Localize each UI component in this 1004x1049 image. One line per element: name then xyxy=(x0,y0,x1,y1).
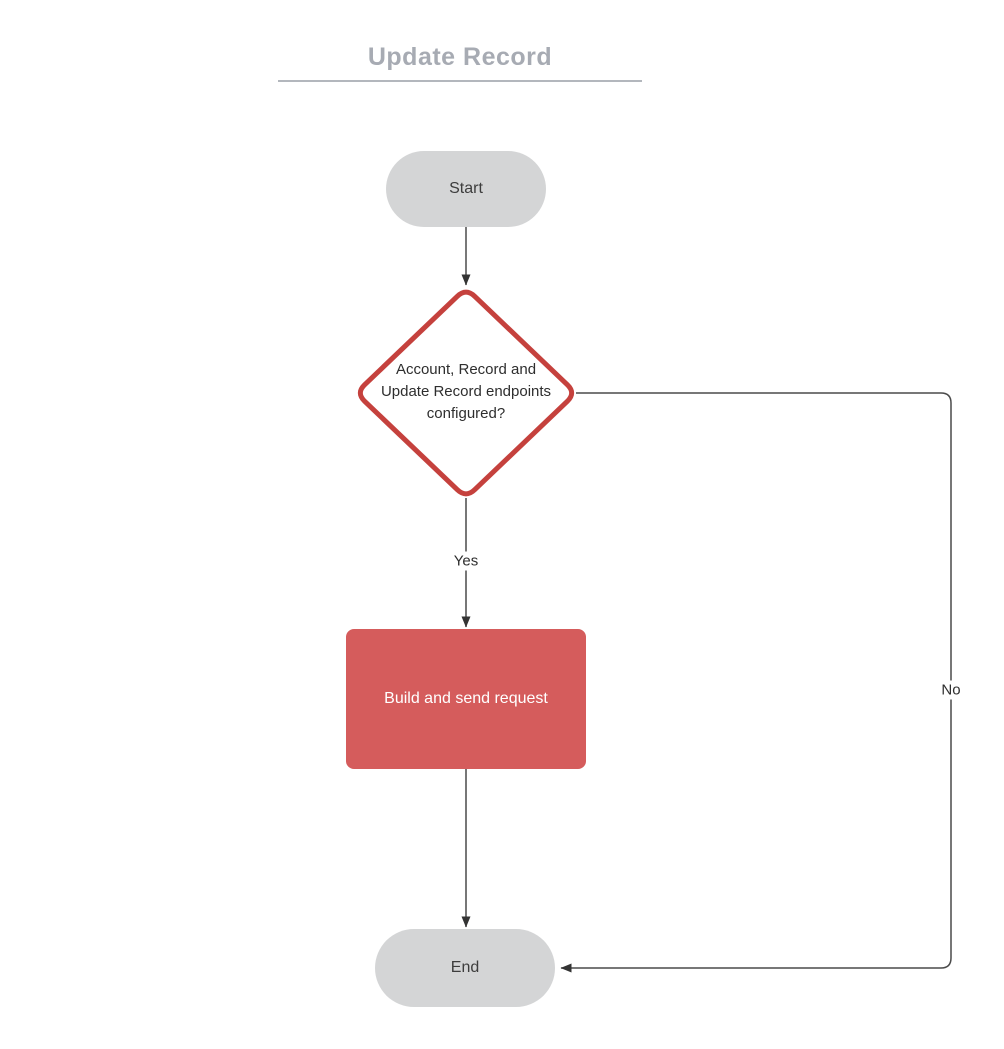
start-node-label: Start xyxy=(449,180,483,197)
end-node: End xyxy=(375,929,555,1007)
edge-label-yes: Yes xyxy=(449,551,483,571)
edge-label-no: No xyxy=(937,680,965,700)
edge-decision-to-end-no xyxy=(560,392,952,973)
end-node-label: End xyxy=(450,959,480,976)
decision-node-label: Account, Record and Update Record endpoi… xyxy=(356,359,576,425)
title-underline xyxy=(278,80,642,82)
decision-label-line2: Update Record endpoints xyxy=(380,383,552,400)
decision-node xyxy=(357,289,575,497)
decision-diamond-shape xyxy=(357,289,575,497)
process-node: Build and send request xyxy=(346,629,586,769)
diagram-title: Update Record xyxy=(367,43,553,71)
decision-label-line1: Account, Record and xyxy=(395,361,537,378)
start-node: Start xyxy=(386,151,546,227)
process-node-label: Build and send request xyxy=(384,690,548,707)
decision-label-line3: configured? xyxy=(426,405,506,422)
